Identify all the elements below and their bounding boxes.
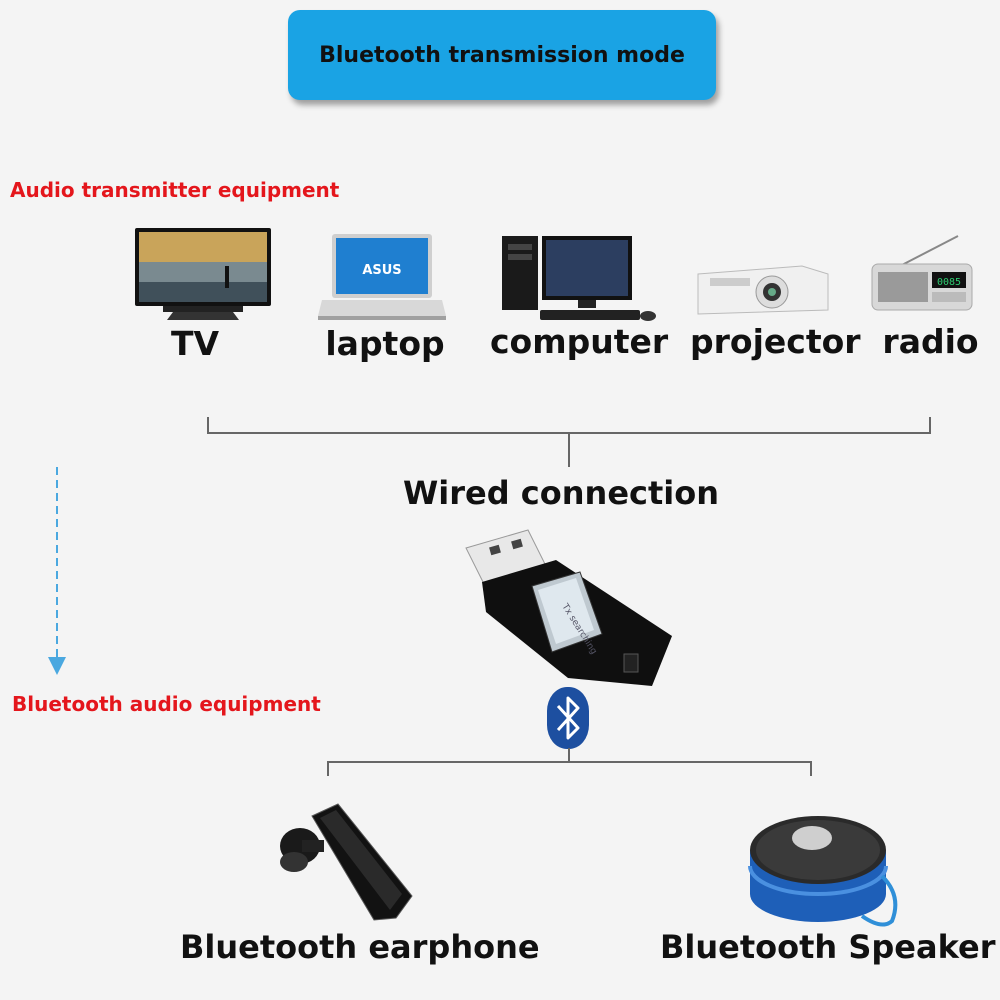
receiver-bracket — [327, 748, 812, 776]
flow-arrow-icon — [48, 467, 66, 675]
transmitter-bracket — [207, 417, 931, 467]
earphone-icon — [262, 800, 422, 925]
connection-label: Wired connection — [403, 474, 720, 512]
radio-icon: 0085 — [870, 234, 980, 314]
receiver-label-earphone: Bluetooth earphone — [180, 928, 540, 966]
receiver-label-speaker: Bluetooth Speaker — [660, 928, 996, 966]
usb-adapter-icon: Tx searching — [462, 528, 682, 698]
laptop-brand: ASUS — [362, 263, 401, 278]
device-label-radio: radio — [882, 322, 979, 361]
device-label-computer: computer — [490, 322, 669, 361]
radio-display: 0085 — [937, 277, 961, 288]
device-label-tv: TV — [170, 324, 220, 363]
title-banner: Bluetooth transmission mode — [288, 10, 716, 100]
receiver-heading: Bluetooth audio equipment — [12, 692, 321, 716]
projector-icon — [692, 262, 832, 322]
laptop-icon: ASUS — [318, 232, 448, 322]
speaker-icon — [742, 806, 902, 931]
device-label-projector: projector — [690, 322, 861, 361]
computer-icon — [500, 234, 660, 324]
page-title: Bluetooth transmission mode — [319, 42, 685, 68]
tv-icon — [133, 226, 273, 322]
transmitter-heading: Audio transmitter equipment — [10, 178, 340, 202]
device-label-laptop: laptop — [325, 324, 445, 363]
bluetooth-icon — [546, 686, 590, 750]
